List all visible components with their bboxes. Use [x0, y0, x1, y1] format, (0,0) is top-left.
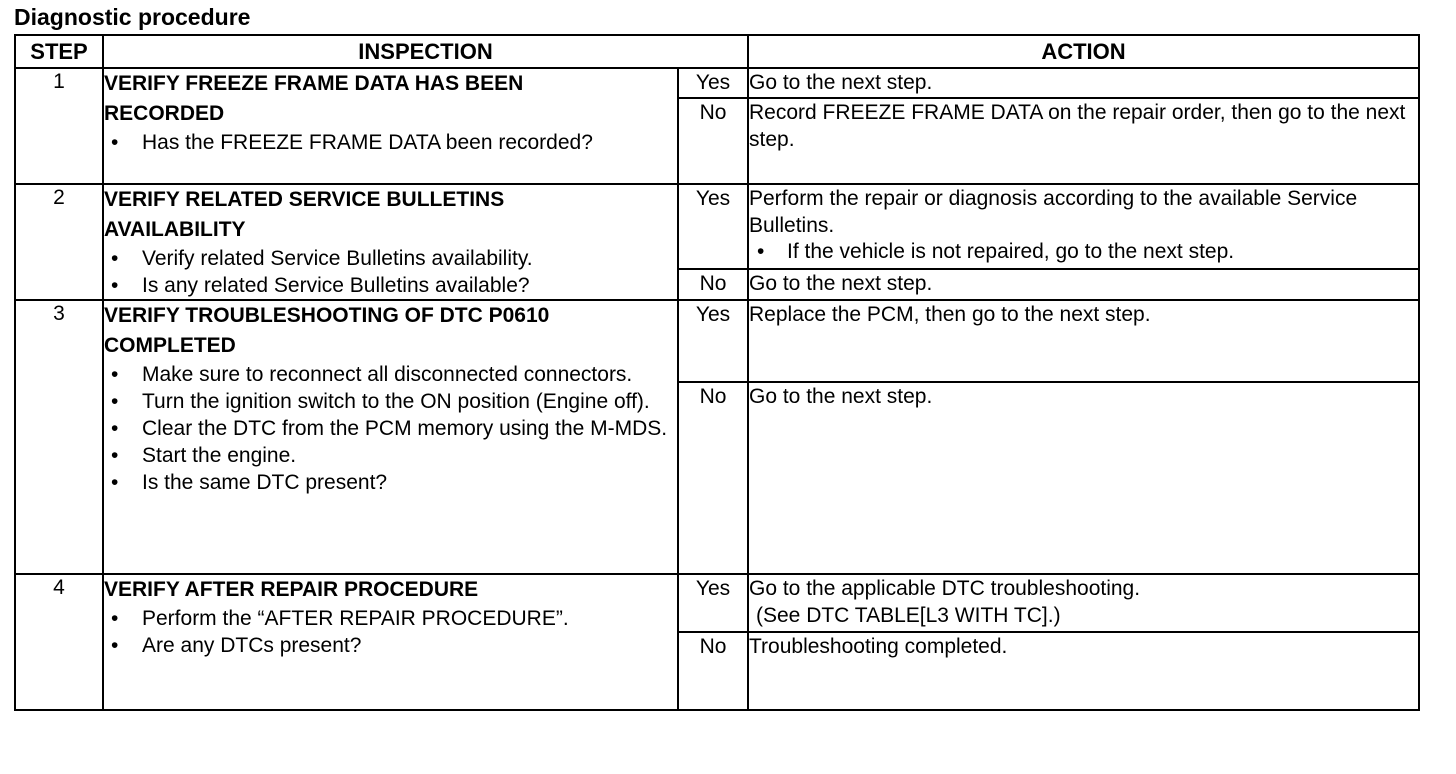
no-label: No — [677, 381, 749, 575]
action-text: Perform the repair or diagnosis accordin… — [749, 187, 1358, 237]
inspection-cell: VERIFY AFTER REPAIR PROCEDURE Perform th… — [102, 573, 679, 711]
inspection-cell: VERIFY FREEZE FRAME DATA HAS BEEN RECORD… — [102, 67, 679, 185]
inspection-bullet: Perform the “AFTER REPAIR PROCEDURE”. — [104, 605, 677, 632]
step-row-1-no: No Record FREEZE FRAME DATA on the repai… — [15, 97, 1420, 185]
inspection-bullet: Start the engine. — [104, 442, 677, 469]
inspection-bullet: Make sure to reconnect all disconnected … — [104, 361, 677, 388]
no-label: No — [677, 267, 749, 302]
inspection-bullet: Are any DTCs present? — [104, 632, 677, 659]
inspection-bullet: Turn the ignition switch to the ON posit… — [104, 388, 677, 415]
inspection-title: VERIFY TROUBLESHOOTING OF DTC P0610 COMP… — [104, 304, 550, 357]
step-number: 1 — [14, 67, 104, 185]
action-bullets: If the vehicle is not repaired, go to th… — [749, 239, 1418, 265]
action-no: Troubleshooting completed. — [747, 631, 1420, 711]
inspection-bullet: Has the FREEZE FRAME DATA been recorded? — [104, 129, 677, 156]
action-yes: Go to the applicable DTC troubleshooting… — [747, 573, 1420, 633]
inspection-bullets: Perform the “AFTER REPAIR PROCEDURE”. Ar… — [104, 605, 677, 659]
header-action: ACTION — [747, 34, 1420, 69]
action-yes: Go to the next step. — [747, 67, 1420, 99]
step-row-1-yes: 1 VERIFY FREEZE FRAME DATA HAS BEEN RECO… — [14, 67, 1420, 185]
step-row-2-yes: 2 VERIFY RELATED SERVICE BULLETINS AVAIL… — [14, 183, 1420, 301]
header-step: STEP — [14, 34, 104, 69]
action-no: Go to the next step. — [747, 381, 1420, 575]
step-row-4-no: No Troubleshooting completed. — [15, 631, 1420, 711]
step-row-3-no: No Go to the next step. — [15, 381, 1420, 575]
inspection-title: VERIFY RELATED SERVICE BULLETINS AVAILAB… — [104, 188, 505, 241]
yes-label: Yes — [677, 67, 749, 99]
inspection-title: VERIFY AFTER REPAIR PROCEDURE — [104, 578, 479, 601]
inspection-title: VERIFY FREEZE FRAME DATA HAS BEEN RECORD… — [104, 72, 524, 125]
action-bullet: If the vehicle is not repaired, go to th… — [749, 239, 1418, 265]
inspection-bullet: Is any related Service Bulletins availab… — [104, 272, 677, 299]
step-number: 2 — [14, 183, 104, 301]
action-text: Go to the applicable DTC troubleshooting… — [749, 577, 1141, 600]
no-label: No — [677, 631, 749, 711]
inspection-bullets: Make sure to reconnect all disconnected … — [104, 361, 677, 496]
step-row-4-yes: 4 VERIFY AFTER REPAIR PROCEDURE Perform … — [14, 573, 1420, 711]
page-title: Diagnostic procedure — [14, 4, 251, 30]
inspection-cell: VERIFY TROUBLESHOOTING OF DTC P0610 COMP… — [102, 299, 679, 575]
no-label: No — [677, 97, 749, 185]
action-yes: Perform the repair or diagnosis accordin… — [747, 183, 1420, 270]
inspection-cell: VERIFY RELATED SERVICE BULLETINS AVAILAB… — [102, 183, 679, 301]
inspection-bullet: Is the same DTC present? — [104, 469, 677, 496]
yes-label: Yes — [677, 573, 749, 633]
step-row-2-no: No Go to the next step. — [15, 267, 1420, 302]
header-row: STEP INSPECTION ACTION — [14, 34, 1420, 69]
action-no: Go to the next step. — [747, 267, 1420, 302]
inspection-bullets: Verify related Service Bulletins availab… — [104, 245, 677, 299]
inspection-bullets: Has the FREEZE FRAME DATA been recorded? — [104, 129, 677, 156]
diagnostic-procedure-table: STEP INSPECTION ACTION 1 VERIFY FREEZE F… — [14, 34, 1420, 711]
action-reference: (See DTC TABLE[L3 WITH TC].) — [756, 604, 1061, 627]
yes-label: Yes — [677, 299, 749, 383]
step-number: 4 — [14, 573, 104, 711]
inspection-bullet: Verify related Service Bulletins availab… — [104, 245, 677, 272]
header-inspection: INSPECTION — [102, 34, 749, 69]
yes-label: Yes — [677, 183, 749, 270]
action-no: Record FREEZE FRAME DATA on the repair o… — [747, 97, 1420, 185]
step-row-3-yes: 3 VERIFY TROUBLESHOOTING OF DTC P0610 CO… — [14, 299, 1420, 575]
inspection-bullet: Clear the DTC from the PCM memory using … — [104, 415, 677, 442]
action-yes: Replace the PCM, then go to the next ste… — [747, 299, 1420, 383]
step-number: 3 — [14, 299, 104, 575]
